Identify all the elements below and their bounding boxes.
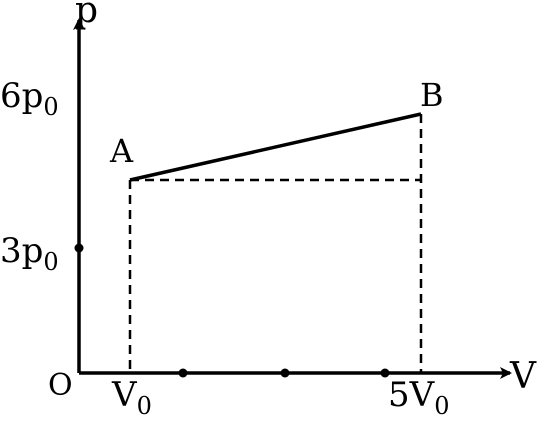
y-tick-label-6p0: 6p0 bbox=[0, 76, 59, 121]
tick-dot-x1 bbox=[178, 368, 188, 378]
x-tick-label-5v0: 5V0 bbox=[388, 375, 449, 420]
tick-dot-x3 bbox=[380, 368, 390, 378]
x-axis-label: V bbox=[509, 356, 537, 397]
y-axis-label: p bbox=[75, 0, 98, 31]
process-line-ab bbox=[129, 112, 422, 182]
point-label-b: B bbox=[420, 76, 444, 114]
point-label-a: A bbox=[109, 132, 134, 170]
tick-dot-x2 bbox=[280, 368, 290, 378]
origin-label: O bbox=[48, 368, 73, 403]
tick-dot-3p0 bbox=[74, 243, 84, 253]
y-tick-label-3p0: 3p0 bbox=[0, 231, 59, 276]
x-tick-label-v0: V0 bbox=[111, 375, 152, 420]
